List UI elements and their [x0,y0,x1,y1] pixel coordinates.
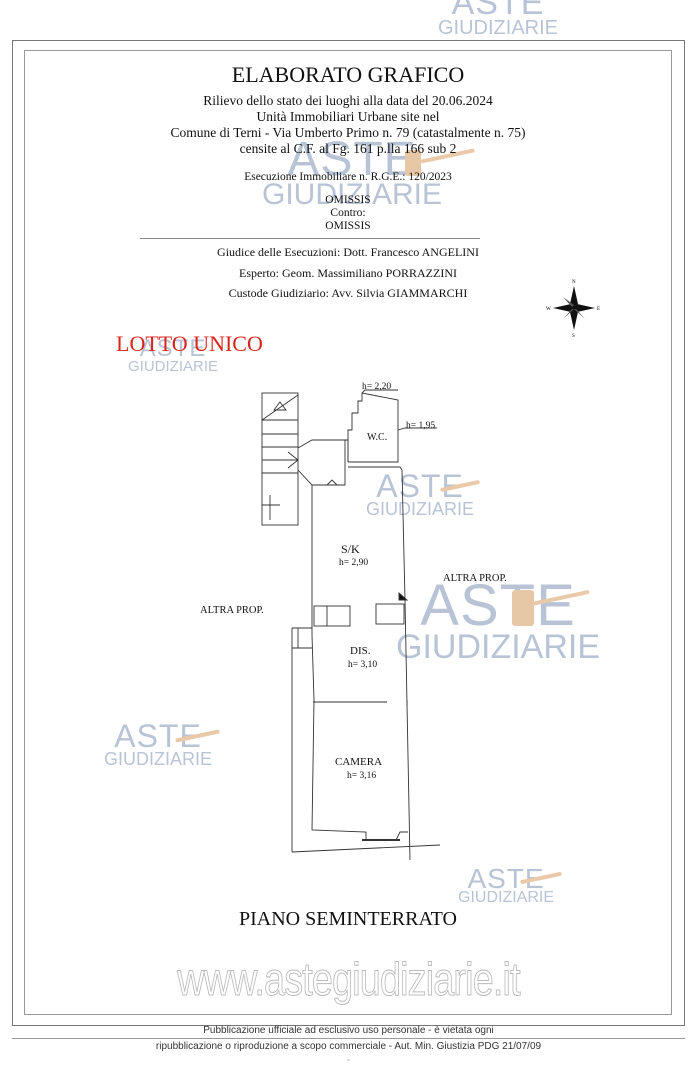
expert: Esperto: Geom. Massimiliano PORRAZZINI [239,266,457,280]
svg-text:E: E [597,307,600,312]
execution-number: Esecuzione Immobiliare n. R.G.E.: 120/20… [244,171,452,183]
neighbor-label-left: ALTRA PROP. [200,605,264,616]
room-label-camera: CAMERA [335,756,383,768]
room-label-sk: S/K [341,542,360,556]
footer-line-2: ripubblicazione o riproduzione a scopo c… [155,1041,542,1052]
svg-text:S: S [572,334,575,338]
neighbor-label-right: ALTRA PROP. [443,573,507,584]
room-height-sk: h= 2,90 [339,558,369,568]
room-height-camera: h= 3,16 [347,771,377,781]
wc-ceiling-height: h= 2,20 [362,382,392,392]
watermark-website: www.astegiudiziarie.it [177,953,521,1006]
floor-label: PIANO SEMINTERRATO [239,908,457,930]
footer-line-1: Pubblicazione ufficiale ad esclusivo uso… [203,1025,494,1036]
document-title: ELABORATO GRAFICO [231,62,465,87]
room-label-wc: W.C. [367,432,388,443]
gavel-icon [405,150,421,176]
wc-low-height: h= 1,95 [406,421,436,431]
room-height-dis: h= 3,10 [348,660,378,670]
staircase [261,392,299,526]
svg-text:N: N [572,280,576,285]
footer-line-3: - [346,1055,351,1066]
svg-text:W: W [546,307,551,312]
judge: Giudice delle Esecuzioni: Dott. Francesc… [217,245,479,259]
footer-divider [12,1038,685,1039]
arrow-up-icon [273,401,287,411]
compass-rose-icon: N S W E [546,280,600,338]
survey-description: Rilievo dello stato dei luoghi alla data… [170,93,526,156]
gavel-icon [512,590,534,626]
outer-frame [12,40,685,1026]
custodian: Custode Giudiziario: Avv. Silvia GIAMMAR… [228,286,468,300]
inner-frame [24,50,672,1015]
lot-title: LOTTO UNICO [116,331,263,356]
room-label-dis: DIS. [350,645,371,657]
divider [140,238,480,239]
